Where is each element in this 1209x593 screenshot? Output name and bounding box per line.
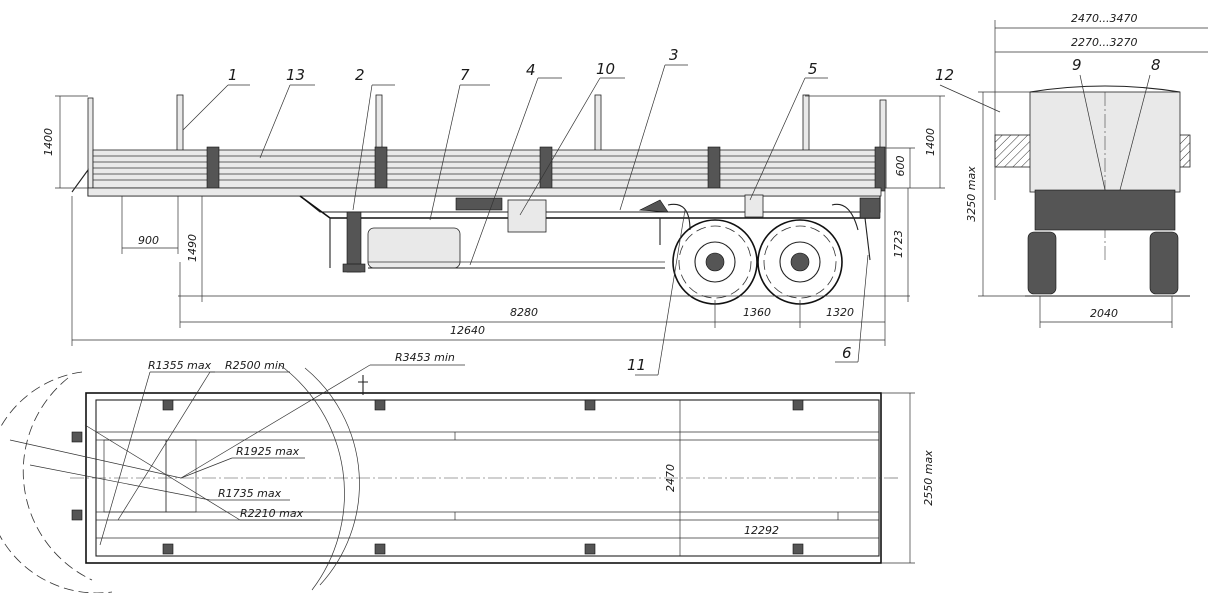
dim-side-height: 600 — [894, 156, 907, 177]
callout-2: 2 — [355, 66, 365, 84]
top-dimension-labels: R1355 max R2500 min R3453 min R1925 max … — [148, 351, 935, 537]
dim-post-height: 1400 — [42, 128, 55, 156]
callout-11: 11 — [627, 356, 646, 374]
dim-r-front: R1355 max — [148, 359, 212, 372]
rear-dimension-labels: 2470...3470 2270...3270 3250 max 2040 — [965, 12, 1137, 320]
dim-width-outer: 2470...3470 — [1071, 12, 1137, 25]
dim-overall-length: 12640 — [450, 324, 485, 337]
side-dimension-lines — [55, 95, 945, 346]
callout-6: 6 — [842, 344, 852, 362]
dim-r-c: R2210 max — [240, 507, 304, 520]
dim-kingpin-to-axle: 8280 — [510, 306, 538, 319]
side-boards — [92, 146, 886, 192]
dim-axle-spacing: 1360 — [743, 306, 771, 319]
side-view — [55, 64, 945, 376]
dim-coupling-height: 1490 — [186, 234, 199, 262]
chassis-frame — [71, 168, 882, 269]
dim-platform-length: 12292 — [744, 524, 779, 537]
callout-10: 10 — [596, 60, 615, 78]
dim-overall-height: 1723 — [892, 230, 905, 258]
wheels — [672, 219, 843, 305]
dim-rear-overhang: 1320 — [826, 306, 854, 319]
side-dimension-labels: 1400 1400 600 900 1490 1723 8280 1360 13… — [42, 128, 937, 337]
dim-r-min: R2500 min — [225, 359, 285, 372]
callout-5: 5 — [808, 60, 818, 78]
callout-labels: 1 2 3 4 5 6 7 8 9 10 11 12 13 — [228, 46, 1161, 374]
callout-3: 3 — [669, 46, 679, 64]
dim-r-a: R1925 max — [236, 445, 300, 458]
callout-leaders — [182, 64, 869, 376]
dim-height-max: 3250 max — [965, 166, 978, 222]
dim-inner-width: 2470 — [664, 464, 677, 492]
callout-4: 4 — [526, 61, 536, 79]
dim-outer-width: 2550 max — [922, 450, 935, 506]
dim-r-sweep: R3453 min — [395, 351, 455, 364]
callout-1: 1 — [228, 66, 238, 84]
dim-track: 2040 — [1090, 307, 1118, 320]
top-view — [0, 364, 915, 593]
dim-width-inner: 2270...3270 — [1071, 36, 1137, 49]
callout-12: 12 — [935, 66, 954, 84]
rear-view — [939, 20, 1208, 328]
callout-8: 8 — [1151, 56, 1161, 74]
landing-gear — [342, 211, 366, 273]
callout-9: 9 — [1072, 56, 1082, 74]
dim-post-height-right: 1400 — [924, 128, 937, 156]
callout-13: 13 — [286, 66, 305, 84]
dim-kingpin: 900 — [138, 234, 159, 247]
dim-r-b: R1735 max — [218, 487, 282, 500]
callout-7: 7 — [460, 66, 470, 84]
stakes — [87, 94, 887, 196]
